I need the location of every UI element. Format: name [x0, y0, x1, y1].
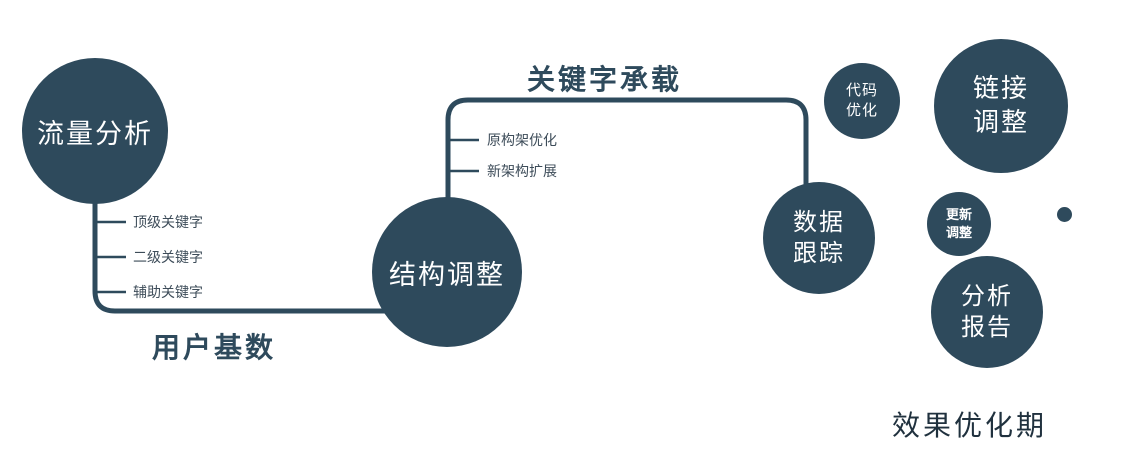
node-link-adjust-line1: 链接 [972, 73, 1029, 104]
edge-label-keyword-carrier: 关键字承载 [527, 64, 683, 95]
node-small-dot [1057, 207, 1072, 222]
node-analysis-report-line1: 分析 [961, 282, 1013, 310]
node-update-adjust-line1: 更新 [945, 207, 972, 223]
node-structure-adjust: 结构调整 [372, 197, 522, 347]
node-link-adjust: 链接 调整 [934, 39, 1068, 173]
connector-traffic-to-structure [92, 180, 404, 314]
node-data-tracking: 数据 跟踪 [763, 182, 875, 294]
node-code-optimize: 代码 优化 [824, 63, 900, 139]
node-analysis-report: 分析 报告 [931, 256, 1043, 368]
node-traffic-analysis: 流量分析 [22, 58, 168, 204]
node-data-tracking-line2: 跟踪 [793, 240, 845, 267]
edge-label-user-base: 用户基数 [152, 332, 277, 363]
tick-label-original-architecture: 原构架优化 [487, 132, 557, 148]
node-data-tracking-line1: 数据 [793, 208, 845, 236]
tick-marks [97, 138, 479, 294]
node-update-adjust-line2: 调整 [945, 225, 972, 240]
tick-label-auxiliary-keywords: 辅助关键字 [133, 284, 203, 300]
node-code-optimize-line2: 优化 [845, 102, 878, 119]
tick-label-secondary-keywords: 二级关键字 [133, 249, 203, 265]
node-traffic-analysis-label: 流量分析 [37, 118, 153, 149]
connector-structure-to-tracking [445, 97, 809, 212]
stage-label-effect-optimization: 效果优化期 [892, 410, 1048, 441]
node-structure-adjust-label: 结构调整 [389, 259, 505, 290]
node-code-optimize-line1: 代码 [845, 81, 878, 99]
tick-label-new-architecture: 新架构扩展 [487, 163, 557, 179]
node-analysis-report-line2: 报告 [961, 314, 1013, 341]
tick-label-top-keywords: 顶级关键字 [133, 214, 203, 230]
node-link-adjust-line2: 调整 [972, 107, 1029, 137]
node-update-adjust: 更新 调整 [927, 192, 991, 256]
